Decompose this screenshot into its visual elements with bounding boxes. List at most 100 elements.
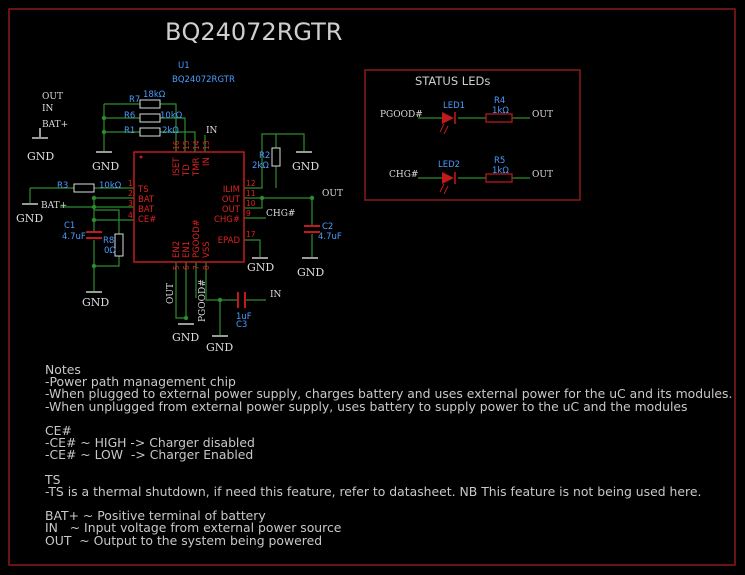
svg-text:6: 6	[182, 265, 191, 270]
svg-text:EN1: EN1	[182, 241, 192, 258]
notes-line	[45, 413, 725, 425]
svg-text:C1: C1	[64, 221, 75, 231]
svg-text:OUT: OUT	[222, 195, 241, 205]
svg-text:R2: R2	[259, 151, 270, 161]
svg-text:OUT: OUT	[42, 92, 63, 102]
svg-text:IN: IN	[202, 157, 212, 166]
svg-text:GND: GND	[206, 341, 233, 354]
svg-text:OUT: OUT	[532, 170, 553, 180]
notes-line: -TS is a thermal shutdown, if need this …	[45, 483, 702, 499]
svg-text:R6: R6	[124, 111, 135, 121]
led1: LED1	[439, 101, 465, 135]
svg-text:ISET: ISET	[172, 157, 182, 176]
notes-line: -CE# ~ HIGH -> Charger disabled	[45, 435, 255, 451]
svg-text:PGOOD#: PGOOD#	[192, 219, 202, 258]
svg-text:14: 14	[192, 140, 201, 150]
chip-pins-left: TS BAT BAT CE# 1 2 3 4	[128, 179, 156, 225]
notes-line: BAT+ ~ Positive terminal of battery	[45, 508, 266, 524]
svg-text:11: 11	[246, 189, 256, 198]
svg-text:OUT: OUT	[322, 189, 343, 199]
svg-text:CHG#: CHG#	[389, 170, 418, 180]
svg-text:OUT: OUT	[166, 283, 176, 304]
svg-text:TS: TS	[137, 185, 149, 195]
capacitor-c3: 1uF C3	[236, 292, 252, 330]
svg-text:OUT: OUT	[222, 205, 241, 215]
svg-text:ILIM: ILIM	[223, 185, 240, 195]
svg-text:15: 15	[182, 140, 191, 150]
svg-text:4.7uF: 4.7uF	[318, 232, 342, 242]
svg-text:10: 10	[246, 199, 256, 208]
notes-line: IN ~ Input voltage from external power s…	[45, 520, 342, 536]
notes-line: Notes	[45, 362, 81, 377]
svg-text:R7: R7	[129, 95, 140, 105]
capacitor-c1: C1 4.7uF	[62, 221, 102, 242]
svg-text:BAT+: BAT+	[41, 201, 67, 211]
chip-pin1-dot	[139, 155, 143, 159]
svg-text:R4: R4	[494, 96, 505, 106]
svg-text:GND: GND	[16, 212, 43, 225]
svg-text:1kΩ: 1kΩ	[492, 166, 509, 176]
notes-line: -When unplugged from external power supp…	[45, 398, 688, 414]
resistor-r2: R2 2kΩ	[252, 147, 281, 171]
notes-line: -When plugged to external power supply, …	[45, 386, 733, 402]
svg-text:BAT+: BAT+	[42, 120, 68, 130]
status-leds-title: STATUS LEDs	[415, 74, 490, 88]
notes-line: CE#	[45, 422, 72, 438]
svg-text:C2: C2	[322, 222, 333, 232]
svg-text:2kΩ: 2kΩ	[252, 161, 269, 171]
svg-text:R8: R8	[103, 236, 114, 246]
svg-text:VSS: VSS	[202, 241, 212, 258]
svg-text:BAT: BAT	[138, 205, 155, 215]
svg-text:PGOOD#: PGOOD#	[198, 279, 208, 322]
svg-text:7: 7	[192, 265, 201, 270]
svg-text:18kΩ: 18kΩ	[143, 90, 166, 100]
chip-ref: U1	[178, 61, 190, 71]
svg-text:GND: GND	[297, 266, 324, 279]
svg-text:5: 5	[172, 265, 181, 270]
svg-text:LED1: LED1	[443, 101, 465, 111]
svg-text:4.7uF: 4.7uF	[62, 232, 86, 242]
svg-text:GND: GND	[92, 160, 119, 173]
svg-text:PGOOD#: PGOOD#	[380, 110, 423, 120]
svg-text:2: 2	[128, 189, 133, 198]
svg-text:8: 8	[202, 265, 211, 270]
svg-text:R3: R3	[57, 181, 68, 191]
sheet-frame	[8, 8, 736, 566]
resistor-r8: R8 0Ω	[103, 233, 124, 257]
svg-text:CHG#: CHG#	[266, 209, 295, 219]
svg-text:R1: R1	[124, 126, 135, 136]
svg-text:2kΩ: 2kΩ	[162, 126, 179, 136]
svg-text:GND: GND	[27, 150, 54, 163]
svg-text:GND: GND	[247, 261, 274, 274]
capacitor-c2: C2 4.7uF	[304, 222, 342, 242]
ground-symbols	[22, 128, 318, 337]
chip-pins-top: ISET TD TMR IN 16 15 14 13	[172, 140, 212, 177]
notes-line	[45, 462, 725, 474]
svg-text:1: 1	[128, 179, 133, 188]
svg-text:17: 17	[246, 230, 256, 239]
svg-text:EPAD: EPAD	[218, 236, 241, 246]
svg-text:12: 12	[246, 179, 256, 188]
resistor-r1: R1 2kΩ	[124, 126, 179, 137]
svg-text:GND: GND	[82, 296, 109, 309]
svg-text:GND: GND	[172, 331, 199, 344]
junctions	[91, 115, 315, 321]
svg-text:IN: IN	[270, 290, 282, 300]
svg-text:TD: TD	[182, 164, 192, 177]
notes-line: -CE# ~ LOW -> Charger Enabled	[45, 447, 254, 463]
svg-text:IN: IN	[42, 104, 54, 114]
notes-line: OUT ~ Output to the system being powered	[45, 532, 323, 548]
notes-block: Notes -Power path management chip -When …	[45, 362, 733, 548]
svg-text:GND: GND	[292, 160, 319, 173]
chip-pins-right: ILIM OUT OUT CHG# EPAD 12 11 10 9 17	[214, 179, 256, 246]
resistor-r6: R6 10kΩ	[124, 111, 183, 123]
svg-text:CE#: CE#	[138, 215, 156, 225]
ground-labels: GND GND GND GND GND GND GND GND GND	[16, 150, 324, 354]
svg-text:TMR: TMR	[192, 157, 202, 177]
svg-text:R5: R5	[494, 156, 505, 166]
status-leds-box	[364, 69, 581, 201]
resistor-r4: R4 1kΩ	[485, 96, 513, 123]
led2: LED2	[438, 160, 460, 195]
svg-text:0Ω: 0Ω	[104, 246, 116, 256]
